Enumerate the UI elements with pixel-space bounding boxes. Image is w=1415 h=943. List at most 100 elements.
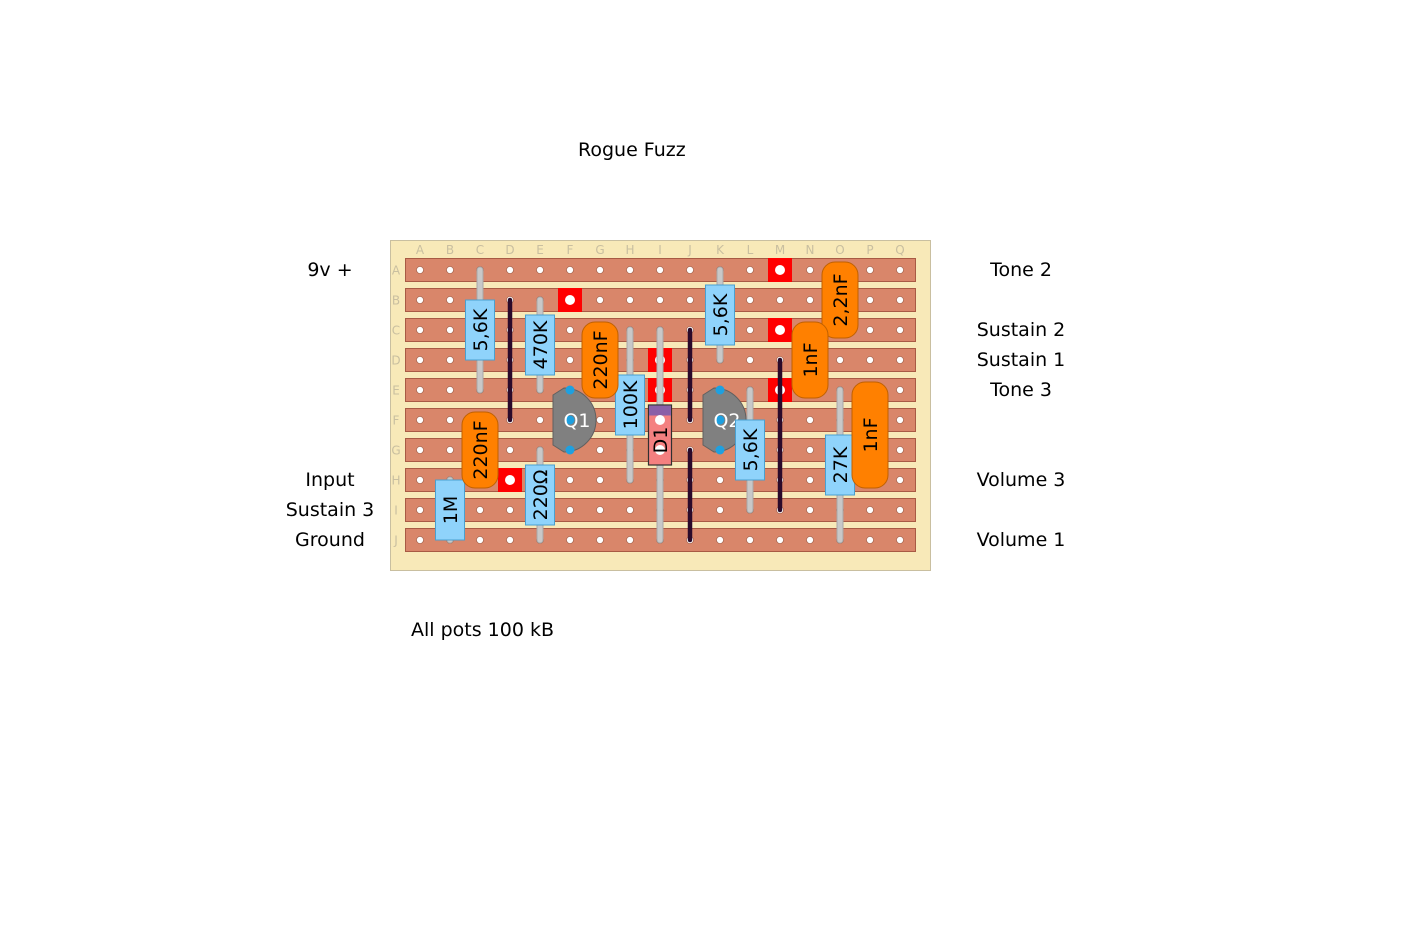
column-header: Q bbox=[895, 243, 904, 257]
hole bbox=[746, 296, 754, 304]
column-header: N bbox=[806, 243, 815, 257]
right-label-volume-3: Volume 3 bbox=[976, 469, 1066, 491]
hole bbox=[536, 416, 544, 424]
hole bbox=[416, 416, 424, 424]
resistor-body bbox=[525, 314, 555, 376]
hole bbox=[566, 506, 574, 514]
resistor-label: 100K bbox=[620, 380, 642, 429]
column-header: P bbox=[866, 243, 873, 257]
hole bbox=[626, 536, 634, 544]
hole bbox=[446, 446, 454, 454]
left-label-sustain-3: Sustain 3 bbox=[285, 499, 375, 521]
hole bbox=[896, 446, 904, 454]
row-header: H bbox=[391, 474, 400, 488]
diode-body bbox=[647, 404, 673, 466]
hole bbox=[806, 416, 814, 424]
hole bbox=[656, 296, 664, 304]
column-header: F bbox=[567, 243, 574, 257]
diode-pin bbox=[655, 415, 665, 425]
column-header: B bbox=[446, 243, 454, 257]
hole bbox=[596, 266, 604, 274]
hole bbox=[416, 386, 424, 394]
hole bbox=[596, 536, 604, 544]
column-header: D bbox=[505, 243, 514, 257]
board-title: Rogue Fuzz bbox=[578, 139, 686, 161]
transistor-label: Q2 bbox=[713, 410, 740, 432]
hole bbox=[896, 506, 904, 514]
hole bbox=[776, 296, 784, 304]
column-header: H bbox=[625, 243, 634, 257]
capacitor-body bbox=[581, 321, 619, 399]
hole bbox=[446, 386, 454, 394]
hole bbox=[776, 536, 784, 544]
hole bbox=[746, 536, 754, 544]
right-label-tone-2: Tone 2 bbox=[990, 259, 1052, 281]
hole bbox=[446, 296, 454, 304]
resistor-body bbox=[825, 434, 855, 496]
hole bbox=[446, 416, 454, 424]
hole bbox=[626, 266, 634, 274]
resistor-label: 27K bbox=[830, 446, 852, 483]
hole bbox=[746, 356, 754, 364]
hole bbox=[416, 536, 424, 544]
column-header: M bbox=[775, 243, 785, 257]
capacitor-body bbox=[461, 411, 499, 489]
hole bbox=[716, 536, 724, 544]
transistor-pin bbox=[565, 415, 575, 425]
resistor-label: 5,6K bbox=[740, 428, 762, 471]
hole bbox=[566, 266, 574, 274]
hole bbox=[896, 326, 904, 334]
hole bbox=[566, 326, 574, 334]
hole bbox=[866, 536, 874, 544]
right-label-sustain-1: Sustain 1 bbox=[976, 349, 1066, 371]
hole bbox=[656, 266, 664, 274]
pots-note: All pots 100 kB bbox=[411, 619, 555, 641]
hole bbox=[896, 296, 904, 304]
hole bbox=[566, 356, 574, 364]
hole bbox=[446, 356, 454, 364]
row-header: D bbox=[391, 354, 400, 368]
left-label-ground: Ground bbox=[295, 529, 365, 551]
column-header: J bbox=[687, 243, 692, 257]
hole bbox=[446, 266, 454, 274]
hole bbox=[506, 446, 514, 454]
left-label-9v: 9v + bbox=[307, 259, 353, 281]
row-header: I bbox=[394, 504, 398, 518]
capacitor-label: 220nF bbox=[590, 330, 612, 389]
resistor-body bbox=[615, 374, 645, 436]
hole bbox=[506, 266, 514, 274]
hole bbox=[566, 536, 574, 544]
column-header: L bbox=[747, 243, 754, 257]
hole bbox=[806, 506, 814, 514]
resistor-label: 220Ω bbox=[530, 470, 552, 521]
diode-pin bbox=[655, 445, 665, 455]
hole bbox=[476, 506, 484, 514]
transistor-pin bbox=[565, 385, 575, 395]
hole bbox=[896, 266, 904, 274]
cut-hole bbox=[775, 325, 785, 335]
column-header: G bbox=[595, 243, 604, 257]
hole bbox=[896, 386, 904, 394]
cut-hole bbox=[565, 295, 575, 305]
hole bbox=[506, 506, 514, 514]
cut-hole bbox=[775, 265, 785, 275]
row-header: F bbox=[393, 414, 400, 428]
hole bbox=[596, 296, 604, 304]
hole bbox=[566, 476, 574, 484]
hole bbox=[416, 506, 424, 514]
hole bbox=[866, 506, 874, 514]
diode-label: D1 bbox=[650, 427, 672, 454]
right-label-tone-3: Tone 3 bbox=[990, 379, 1052, 401]
hole bbox=[806, 446, 814, 454]
capacitor-label: 1nF bbox=[800, 342, 822, 377]
hole bbox=[866, 296, 874, 304]
hole bbox=[596, 476, 604, 484]
column-header: C bbox=[476, 243, 484, 257]
resistor-body bbox=[525, 464, 555, 526]
hole bbox=[686, 296, 694, 304]
hole bbox=[416, 326, 424, 334]
resistor-body bbox=[435, 479, 465, 541]
capacitor-label: 2,2nF bbox=[830, 273, 852, 326]
row-header: B bbox=[392, 294, 400, 308]
diode-cathode-band bbox=[649, 405, 671, 416]
